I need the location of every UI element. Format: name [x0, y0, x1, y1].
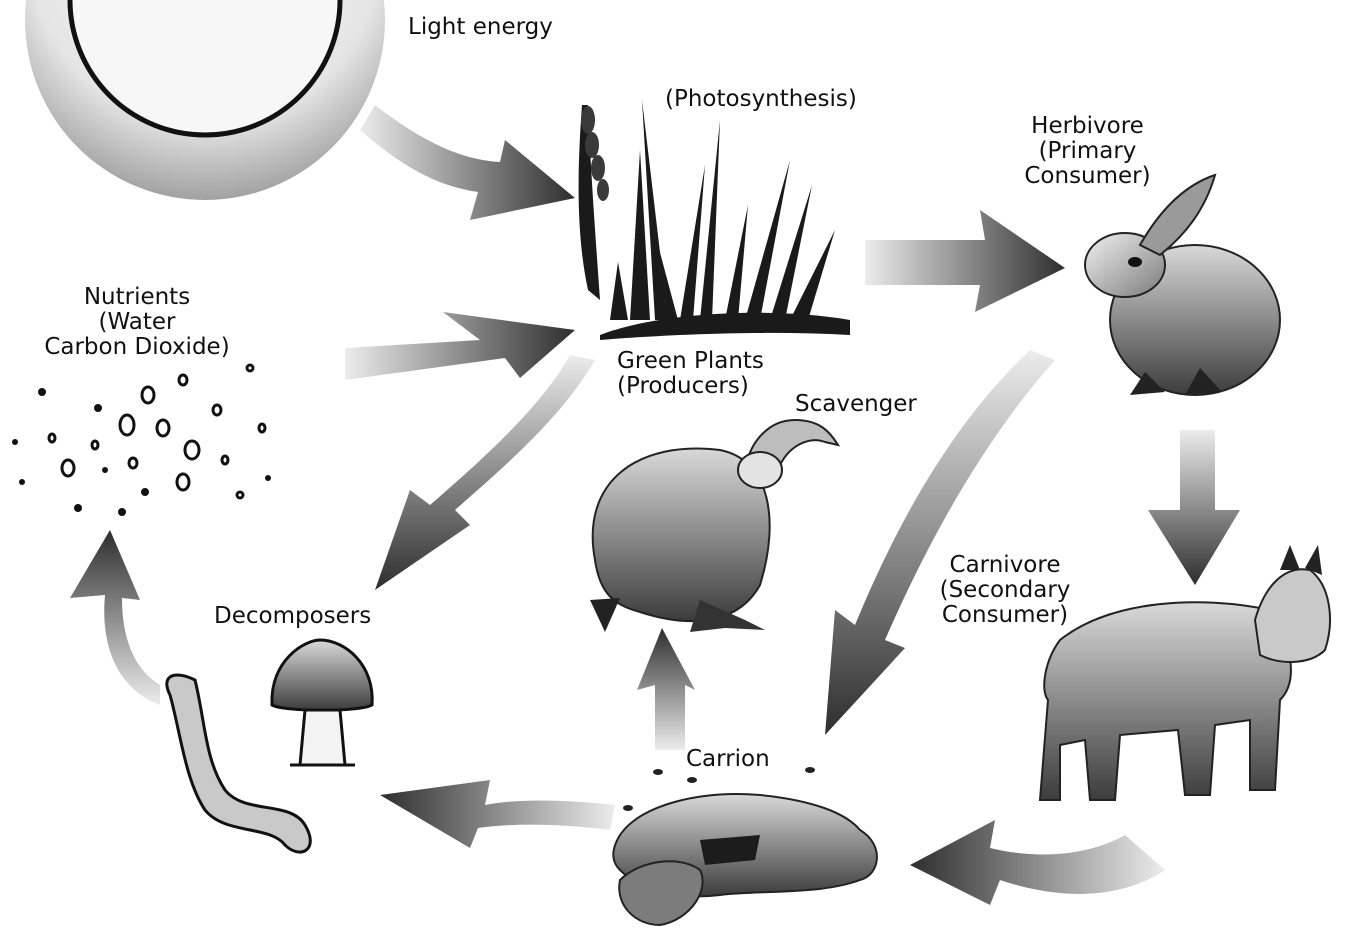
- nutrients-label: Nutrients (Water Carbon Dioxide): [22, 285, 252, 360]
- carnivore-line-2: (Secondary: [930, 578, 1080, 603]
- herbivore-label: Herbivore (Primary Consumer): [1010, 114, 1165, 189]
- scavenger-label: Scavenger: [795, 392, 917, 417]
- green-plants-line-2: (Producers): [617, 374, 764, 399]
- green-plants-label: Green Plants (Producers): [617, 349, 764, 399]
- arrow-plants-to-herbivore: [865, 210, 1065, 312]
- herbivore-line-3: Consumer): [1010, 164, 1165, 189]
- green-plants-illustration: [579, 100, 850, 340]
- arrow-decomposers-to-nutrients: [70, 530, 160, 705]
- herbivore-line-1: Herbivore: [1010, 114, 1165, 139]
- herbivore-line-2: (Primary: [1010, 139, 1165, 164]
- nutrients-line-3: Carbon Dioxide): [22, 335, 252, 360]
- sun-icon: [25, 0, 385, 200]
- arrow-plants-to-decomposers: [375, 355, 595, 590]
- light-energy-label: Light energy: [408, 15, 553, 40]
- green-plants-line-1: Green Plants: [617, 349, 764, 374]
- arrow-carrion-to-scavenger: [637, 628, 695, 750]
- carnivore-label: Carnivore (Secondary Consumer): [930, 553, 1080, 628]
- carnivore-line-1: Carnivore: [930, 553, 1080, 578]
- arrow-carrion-to-decomposers: [380, 780, 615, 848]
- vulture-illustration: [590, 420, 838, 632]
- decomposers-label: Decomposers: [214, 604, 371, 629]
- carnivore-line-3: Consumer): [930, 603, 1080, 628]
- photosynthesis-label: (Photosynthesis): [665, 87, 857, 112]
- mushroom-illustration: [272, 640, 372, 765]
- carrion-illustration: [613, 767, 877, 925]
- carrion-label: Carrion: [686, 747, 770, 772]
- nutrient-dots: [12, 388, 271, 516]
- arrow-nutrients-to-plants: [345, 312, 575, 380]
- nutrients-line-2: (Water: [22, 310, 252, 335]
- rabbit-illustration: [1085, 175, 1280, 395]
- nutrient-particles: [49, 365, 265, 498]
- arrow-carnivore-to-carrion: [910, 820, 1165, 905]
- arrow-herbivore-to-carnivore: [1148, 430, 1240, 585]
- nutrients-line-1: Nutrients: [22, 285, 252, 310]
- bobcat-illustration: [1040, 545, 1330, 800]
- arrow-sun-to-plants: [360, 105, 575, 220]
